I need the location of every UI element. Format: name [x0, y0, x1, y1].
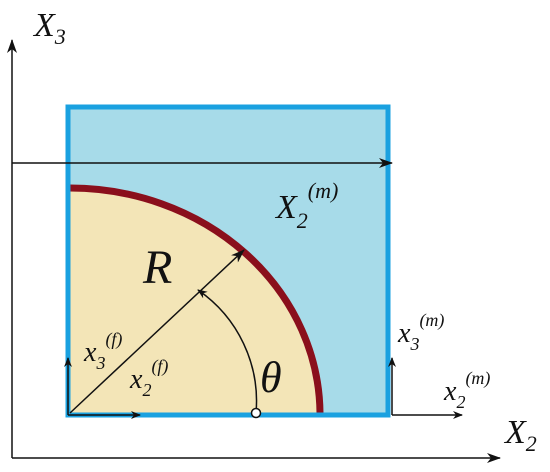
matrix-x2-label: X2(m) [274, 178, 338, 233]
local-x2-label: x2(m) [443, 368, 490, 412]
radius-arrow [69, 249, 245, 414]
angle-origin-dot [250, 407, 262, 419]
angle-arc [197, 289, 258, 414]
angle-label: θ [260, 353, 282, 402]
fiber-quarter-disc [68, 188, 320, 415]
fiber-interface-arc [69, 184, 324, 414]
fiber-x3-label: x3(f) [83, 329, 122, 373]
radius-label: R [142, 241, 172, 294]
fiber-x2-label: x2(f) [129, 356, 168, 400]
global-x3-label: X3 [32, 7, 66, 49]
global-x2-label: X2 [503, 414, 537, 456]
local-x3-label: x3(m) [397, 310, 444, 354]
